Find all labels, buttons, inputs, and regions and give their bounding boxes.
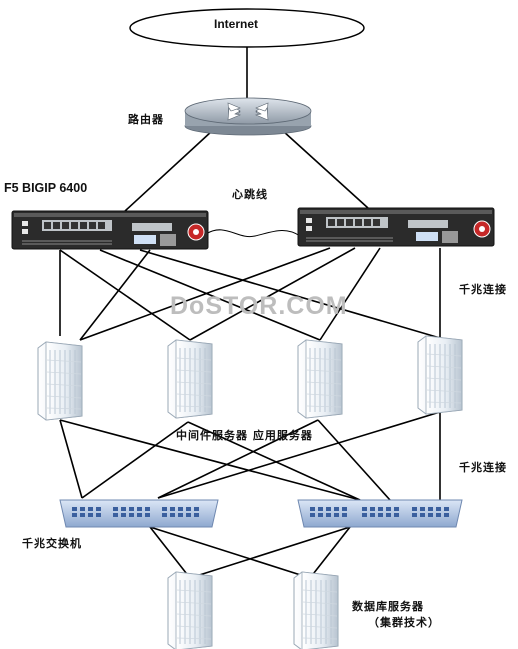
f5-load-balancer-icon (297, 207, 495, 247)
gigabit-switch-label: 千兆交换机 (22, 537, 82, 550)
server-tower-icon (37, 341, 83, 421)
server-tower-icon (293, 571, 339, 649)
network-switch-icon (297, 499, 463, 528)
f5-model-label: F5 BIGIP 6400 (4, 181, 88, 195)
internet-cloud-icon (129, 8, 365, 48)
router-icon (184, 97, 312, 136)
db-servers-label: 数据库服务器 (352, 600, 424, 613)
watermark-text: DoSTOR.COM (170, 292, 348, 320)
f5-load-balancer-icon (11, 210, 209, 250)
network-switch-icon (59, 499, 219, 528)
server-tower-icon (297, 339, 343, 419)
server-tower-icon (417, 335, 463, 415)
server-tower-icon (167, 571, 213, 649)
cluster-tech-label: （集群技术） (368, 616, 440, 629)
heartbeat-cable (205, 229, 301, 238)
gigabit-link-label-lower: 千兆连接 (459, 461, 507, 474)
connection-lines (59, 46, 441, 579)
middleware-servers-label: 中间件服务器 应用服务器 (176, 429, 313, 442)
server-tower-icon (167, 339, 213, 419)
gigabit-link-label-upper: 千兆连接 (459, 283, 507, 296)
internet-label: Internet (214, 17, 259, 31)
router-label: 路由器 (128, 113, 164, 126)
heartbeat-label: 心跳线 (232, 188, 268, 201)
